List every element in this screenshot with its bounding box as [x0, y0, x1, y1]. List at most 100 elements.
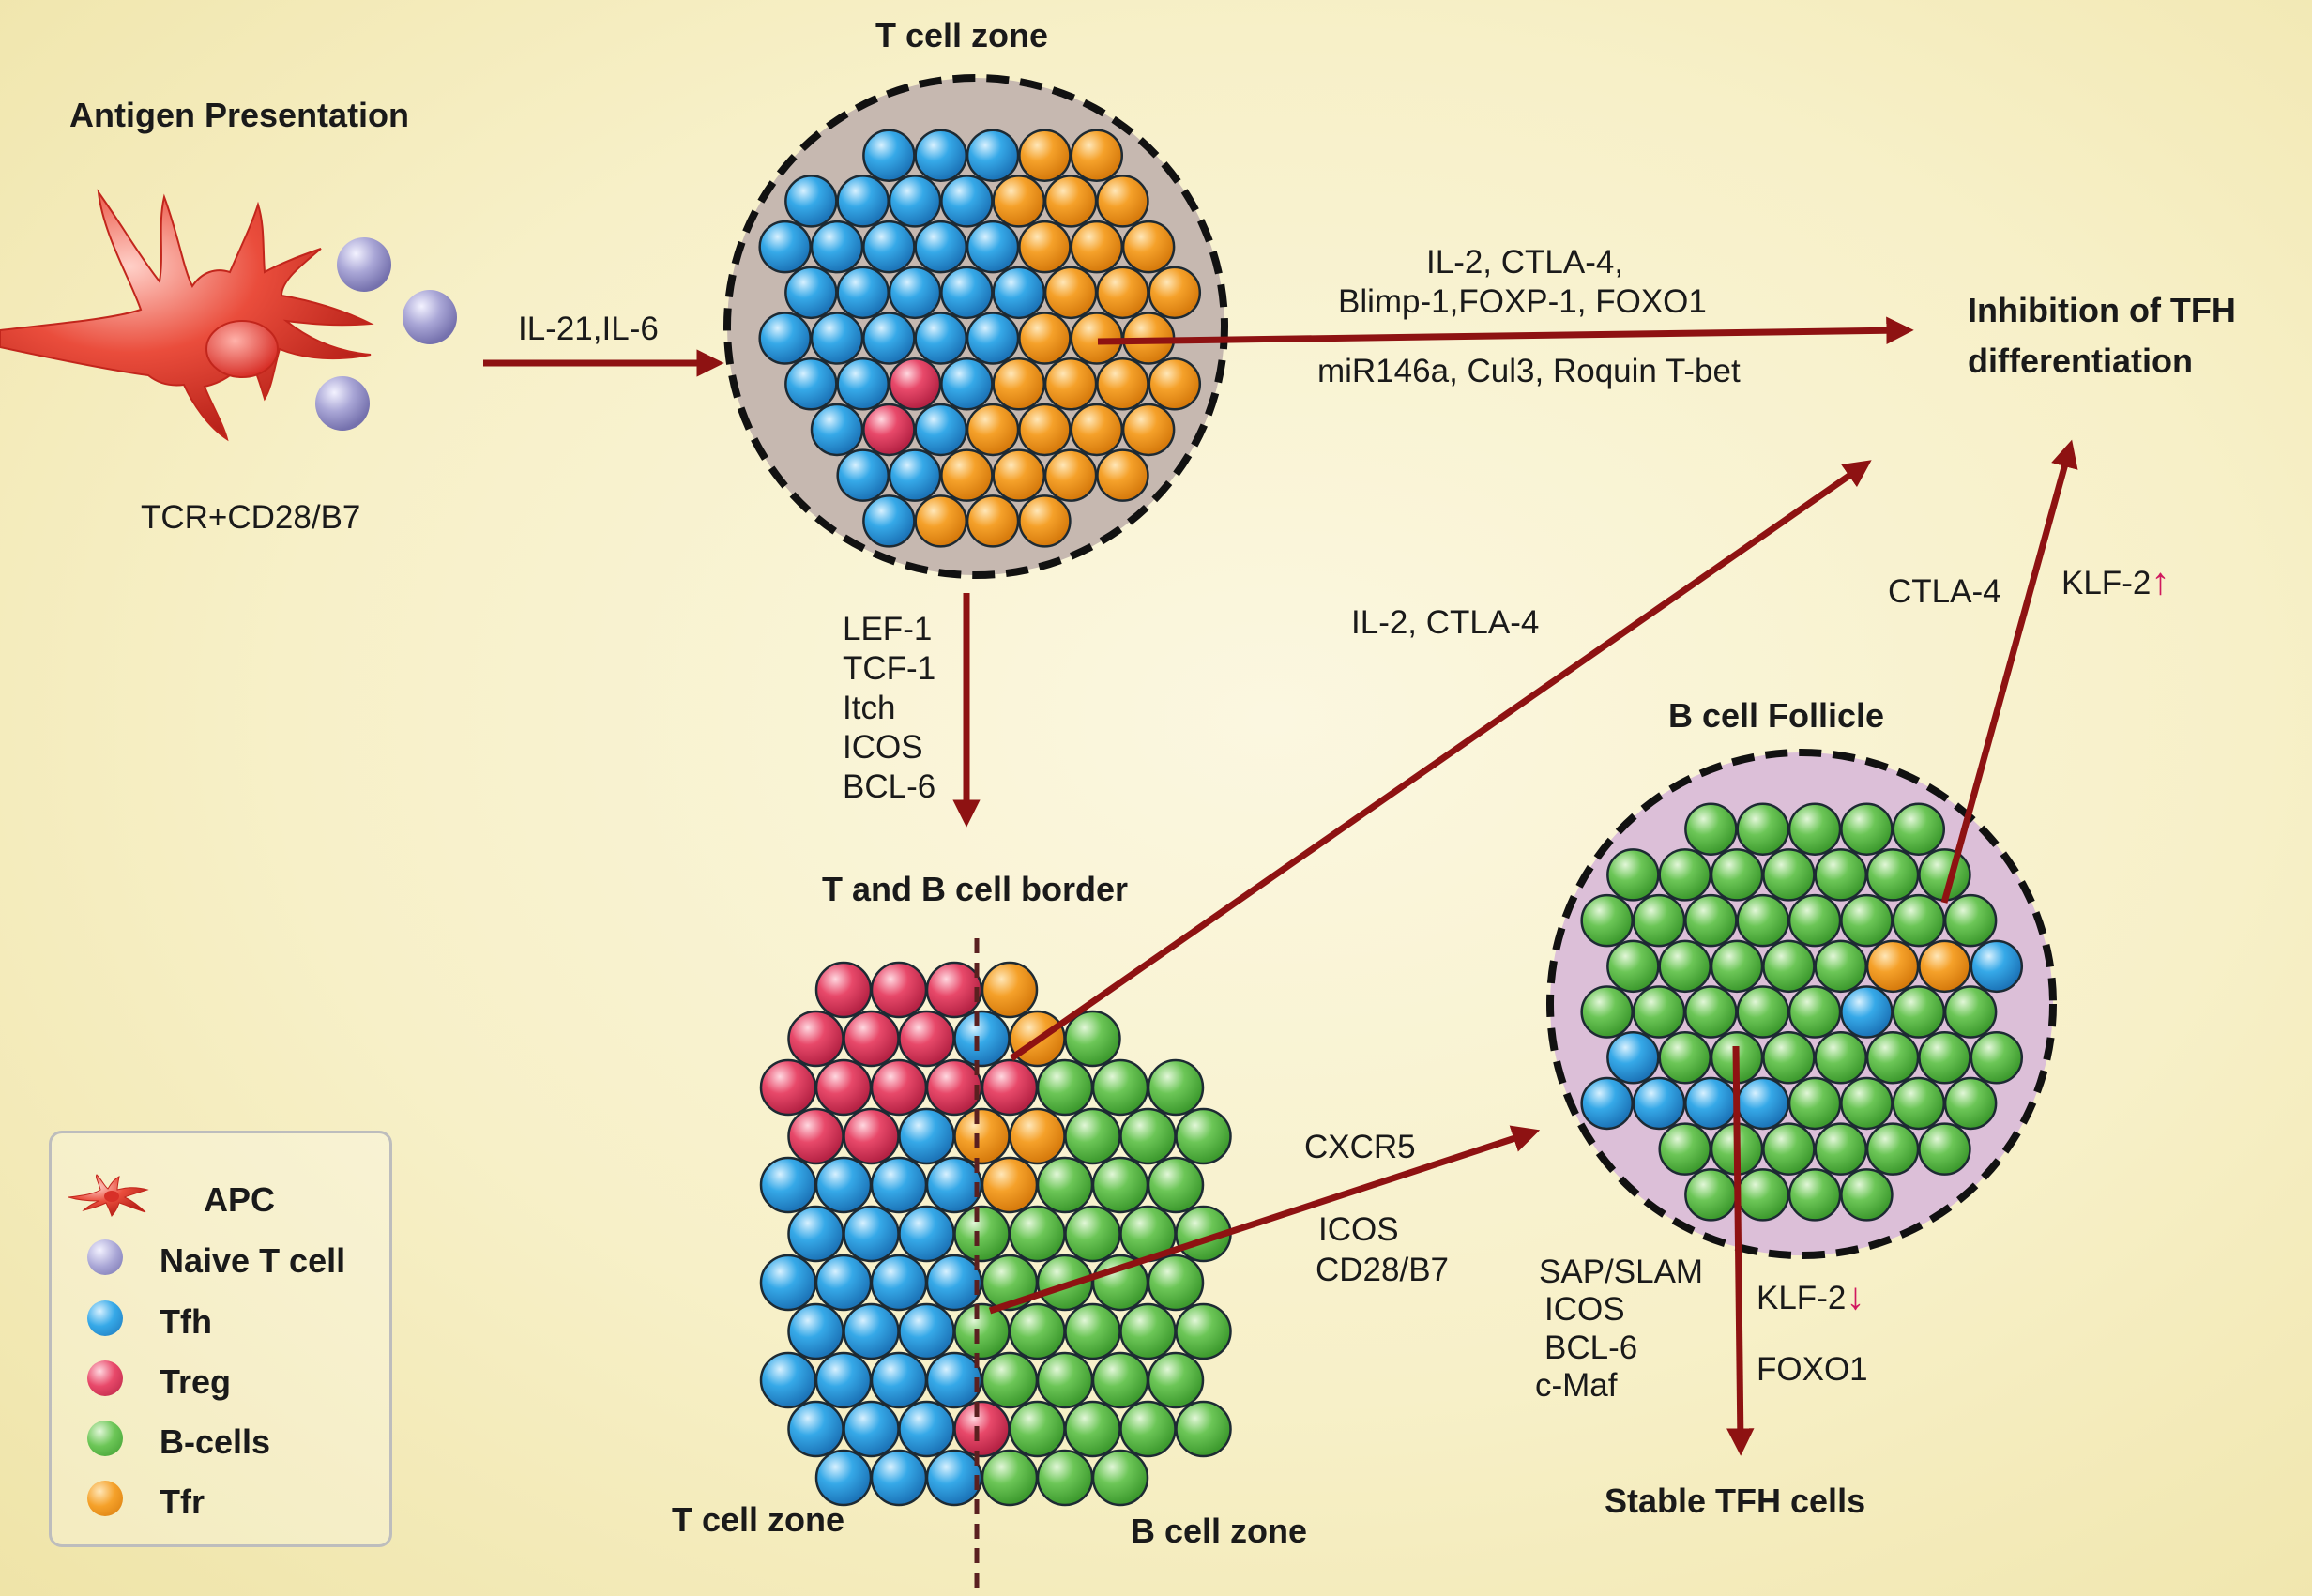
bcell-cell	[1787, 1168, 1842, 1222]
treg-cell	[787, 1107, 844, 1165]
treg-cell	[925, 1058, 983, 1117]
naive-t-cell-3	[315, 376, 370, 431]
naive-t-cell-2	[403, 290, 457, 344]
treg-cell	[870, 1058, 928, 1117]
tfh-cell	[1840, 985, 1894, 1039]
bcell-cell	[1787, 985, 1842, 1039]
treg-cell	[814, 1058, 873, 1117]
tfh-cell	[787, 1302, 844, 1360]
bcell-cell	[1606, 939, 1660, 994]
bcell-cell	[1684, 985, 1738, 1039]
bcell-cell	[1064, 1107, 1121, 1165]
bcell-cell	[1918, 1122, 1971, 1176]
tfh-cell	[925, 1254, 983, 1312]
t-cell-zone-bottom-title: T cell zone	[672, 1500, 845, 1539]
tfh-cell	[992, 266, 1045, 320]
tfh-cell	[870, 1156, 928, 1214]
tfr-cell	[1096, 175, 1149, 228]
bcell-cell	[1091, 1058, 1149, 1117]
treg-cell	[870, 961, 928, 1019]
tfh-cell	[810, 312, 864, 365]
tfr-icon	[87, 1481, 123, 1516]
tfh-cell	[1606, 1030, 1660, 1085]
treg-cell	[787, 1010, 844, 1068]
down-factor: ICOS	[843, 729, 923, 766]
tfh-cell	[814, 1449, 873, 1507]
tfr-cell	[966, 494, 1020, 548]
bcell-cell	[1736, 802, 1789, 856]
tfr-cell	[1865, 939, 1920, 994]
inhibition-title-line2: differentiation	[1968, 342, 2193, 380]
tfr-cell	[1018, 312, 1072, 365]
tfr-cell	[953, 1107, 1011, 1165]
tfr-cell	[1009, 1107, 1066, 1165]
treg-cell	[953, 1400, 1011, 1458]
bcell-cell	[1147, 1254, 1205, 1312]
legend-item-naive: Naive T cell	[52, 1232, 389, 1280]
tfr-cell	[966, 403, 1020, 457]
cxcr5-label: CXCR5	[1304, 1129, 1416, 1165]
tfr-cell	[1043, 175, 1098, 228]
tfh-cell	[898, 1400, 955, 1458]
klf2-down-label: KLF-2↓	[1757, 1278, 1864, 1315]
tfh-cell	[814, 1156, 873, 1214]
bcell-cell	[1840, 1076, 1894, 1131]
naive-t-cell-icon	[87, 1239, 123, 1275]
tfh-cell	[758, 312, 812, 365]
tfr-ctla4-label: CTLA-4	[1888, 573, 2001, 610]
down-factor: BCL-6	[843, 768, 936, 805]
tfh-cell	[870, 1254, 928, 1312]
t-cell-zone-cells	[758, 129, 1202, 548]
bcell-cell	[1762, 1030, 1816, 1085]
bcell-cell	[953, 1302, 1011, 1360]
bcell-cell	[1684, 893, 1738, 948]
bcell-cell	[1865, 848, 1920, 902]
legend-label: APC	[204, 1180, 276, 1219]
apc-body	[0, 189, 374, 442]
treg-cell	[888, 357, 942, 411]
tfh-cell	[953, 1010, 1011, 1068]
tfh-cell	[940, 266, 994, 320]
tfr-cell	[992, 448, 1045, 502]
tfr-cell	[914, 494, 967, 548]
bcell-cell	[1736, 985, 1789, 1039]
stable-factors-list: SAP/SLAM ICOS BCL-6 c-Maf	[1535, 1254, 1703, 1405]
tfh-icon	[87, 1300, 123, 1336]
bcell-cell	[1064, 1302, 1121, 1360]
tfh-cell	[888, 266, 942, 320]
tfr-cell	[992, 357, 1045, 411]
bcell-cell	[1091, 1449, 1149, 1507]
legend-item-bcell: B-cells	[52, 1413, 389, 1461]
bcell-cell	[953, 1205, 1011, 1263]
down-factor: LEF-1	[843, 611, 933, 647]
legend-label: Tfh	[160, 1302, 212, 1341]
b-cell-follicle-cells	[1580, 802, 2024, 1222]
bcell-cell	[1892, 802, 1946, 856]
tfh-cell	[870, 1449, 928, 1507]
treg-cell	[843, 1010, 900, 1068]
arrow-follicle-to-inhibition	[1940, 439, 2078, 904]
bcell-cell	[1009, 1400, 1066, 1458]
bcell-cell	[1147, 1058, 1205, 1117]
il21-il6-label: IL-21,IL-6	[518, 311, 659, 347]
bcell-cell	[1064, 1400, 1121, 1458]
tfh-cell	[787, 1400, 844, 1458]
bcell-cell	[1119, 1107, 1177, 1165]
stable-tfh-title: Stable TFH cells	[1605, 1482, 1866, 1520]
bcell-cell	[1147, 1156, 1205, 1214]
tfh-cell	[940, 357, 994, 411]
b-cell-follicle-title: B cell Follicle	[1668, 696, 1885, 735]
stable-factor: BCL-6	[1544, 1329, 1638, 1366]
tfh-cell	[888, 175, 942, 228]
tfr-cell	[1096, 266, 1149, 320]
tfr-cell	[1096, 448, 1149, 502]
bcell-cell	[1840, 802, 1894, 856]
bcell-cell	[1632, 985, 1686, 1039]
bcell-cell	[1762, 939, 1816, 994]
klf2-down-text: KLF-2	[1757, 1280, 1847, 1316]
tfr-cell	[1018, 494, 1072, 548]
arrow-follicle-to-stable	[1726, 1045, 1755, 1456]
tfh-cell	[966, 220, 1020, 274]
bcell-cell	[1684, 1168, 1738, 1222]
bcell-cell	[1762, 1122, 1816, 1176]
